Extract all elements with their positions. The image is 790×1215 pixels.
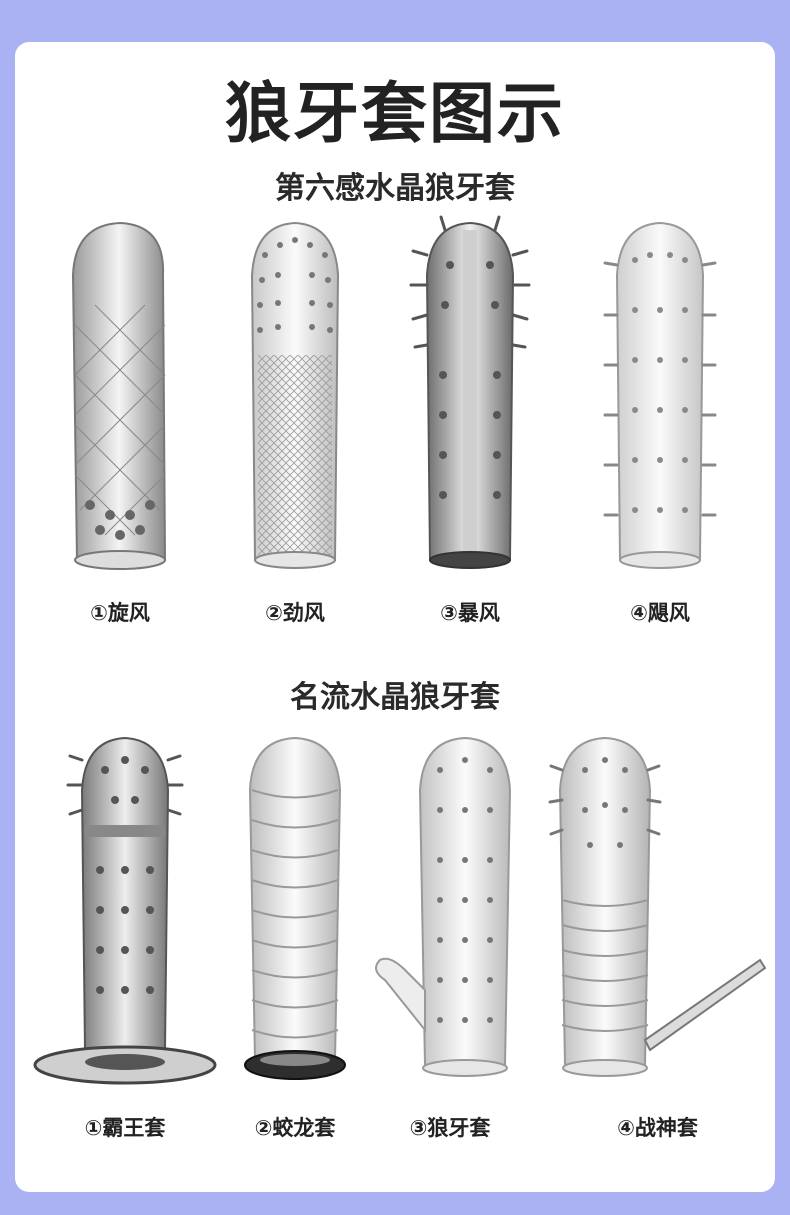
ribbed-sleeve-with-handle-icon bbox=[548, 736, 767, 1077]
product-label: ③暴风 bbox=[440, 601, 500, 625]
section-title-celebrity: 名流水晶狼牙套 bbox=[290, 680, 500, 715]
product-item: ④飓风 bbox=[595, 215, 725, 625]
spiked-sleeve-with-finger-icon bbox=[375, 736, 512, 1077]
section-title-sixth-sense: 第六感水晶狼牙套 bbox=[275, 171, 515, 206]
product-item: ③暴风 bbox=[405, 215, 535, 625]
flanged-spiked-sleeve-icon bbox=[33, 736, 217, 1085]
product-item: ①旋风 bbox=[55, 215, 185, 625]
product-row-sixth-sense: ①旋风 ②劲风 bbox=[0, 215, 790, 635]
mesh-textured-sleeve-icon bbox=[250, 221, 340, 569]
product-label: ④飓风 bbox=[630, 601, 690, 625]
ribbed-sleeve-icon bbox=[244, 736, 346, 1080]
product-label: ③狼牙套 bbox=[409, 1116, 491, 1140]
product-label: ②劲风 bbox=[265, 601, 325, 625]
product-label: ④战神套 bbox=[617, 1116, 698, 1140]
studded-sleeve-icon bbox=[603, 221, 717, 569]
page-title: 狼牙套图示 bbox=[225, 75, 565, 152]
spiked-sleeve-icon bbox=[409, 215, 531, 569]
product-item: ④战神套 bbox=[545, 730, 770, 1140]
product-label: ①霸王套 bbox=[84, 1116, 166, 1140]
product-row-celebrity: ①霸王套 ②蛟龙套 bbox=[0, 730, 790, 1160]
product-label: ②蛟龙套 bbox=[254, 1116, 336, 1140]
product-item: ②蛟龙套 bbox=[230, 730, 360, 1140]
product-item: ③狼牙套 bbox=[365, 730, 535, 1140]
product-label: ①旋风 bbox=[90, 601, 150, 625]
product-item: ②劲风 bbox=[230, 215, 360, 625]
diamond-textured-sleeve-icon bbox=[71, 221, 167, 570]
product-item: ①霸王套 bbox=[30, 730, 220, 1140]
